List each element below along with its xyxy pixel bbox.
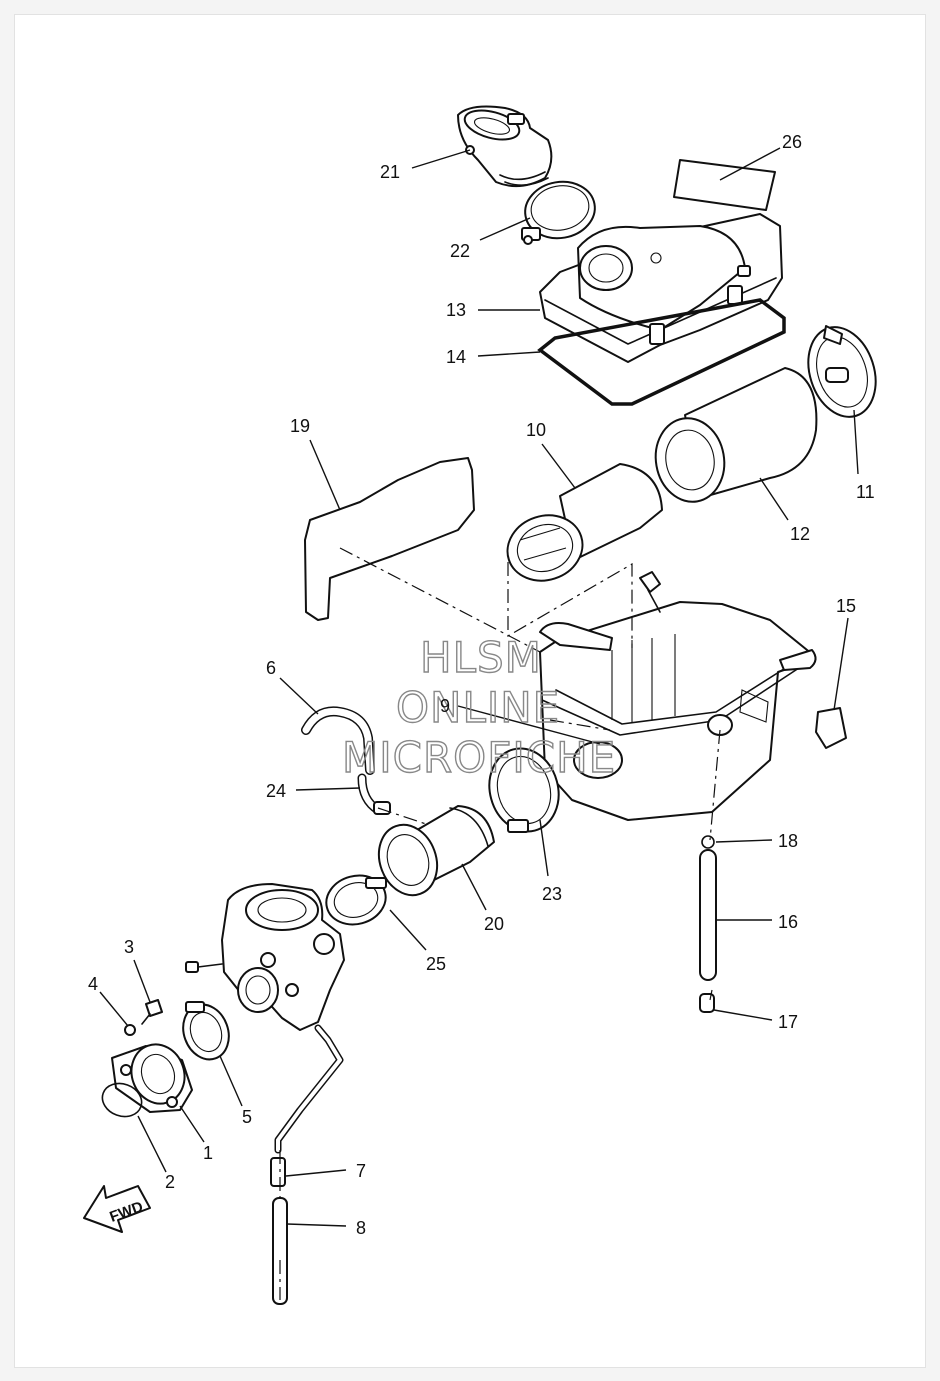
callout-17: 17	[778, 1012, 798, 1032]
callout-16: 16	[778, 912, 798, 932]
callout-11: 11	[856, 482, 875, 502]
filter-element-part	[654, 367, 818, 503]
plug-part	[699, 993, 715, 1013]
callout-25: 25	[426, 954, 446, 974]
callout-21: 21	[380, 162, 400, 182]
callout-2: 2	[165, 1172, 175, 1192]
watermark: HLSM ONLINE MICROFICHE	[341, 632, 616, 782]
hose-fitting	[373, 801, 391, 815]
callout-9: 9	[440, 696, 450, 716]
callout-1: 1	[203, 1143, 213, 1163]
callout-3: 3	[124, 937, 134, 957]
assembly-lines	[279, 547, 721, 1300]
watermark-line-3: MICROFICHE	[342, 733, 616, 782]
callout-26: 26	[782, 132, 802, 152]
joint-air-filter-part	[377, 805, 495, 897]
cover-part	[304, 457, 475, 621]
element-assembly-part	[506, 463, 663, 582]
bolt-part	[141, 999, 163, 1025]
callout-20: 20	[484, 914, 504, 934]
callout-8: 8	[356, 1218, 366, 1238]
callout-22: 22	[450, 241, 470, 261]
hose-joint-part	[270, 1157, 286, 1187]
band-upper-part	[521, 180, 596, 245]
callout-7: 7	[356, 1161, 366, 1181]
band-lower-part	[488, 747, 560, 833]
leader-lines	[99, 147, 859, 1227]
clip-part	[815, 707, 847, 749]
callout-4: 4	[88, 974, 98, 994]
gasket-part	[537, 298, 786, 406]
callout-19: 19	[290, 416, 310, 436]
carburetor-part	[185, 883, 345, 1154]
case-cap-part	[539, 213, 783, 363]
case-bolt-part	[639, 571, 661, 613]
callout-6: 6	[266, 658, 276, 678]
clamp-upper-part	[325, 874, 387, 926]
callout-5: 5	[242, 1107, 252, 1127]
air-filter-case-part	[539, 601, 817, 821]
callout-23: 23	[542, 884, 562, 904]
check-hose-part	[699, 849, 717, 981]
forward-direction-arrow: FWD	[83, 1185, 151, 1233]
o-ring-part	[101, 1082, 143, 1118]
callout-numbers: 1 2 3 4 5 6 7 8 9 10 11 12 13 14 15 16 1…	[88, 132, 875, 1238]
washer-part	[124, 1024, 136, 1036]
watermark-line-1: HLSM	[420, 633, 542, 682]
hose-clip-part	[701, 835, 715, 849]
intake-duct-part	[457, 105, 553, 188]
callout-12: 12	[790, 524, 810, 544]
clamp-lower-part	[182, 1001, 230, 1061]
callout-13: 13	[446, 300, 466, 320]
joint-carburetor-part	[111, 1043, 193, 1113]
callout-10: 10	[526, 420, 546, 440]
cap-part	[807, 325, 877, 418]
watermark-line-2: ONLINE	[396, 683, 560, 732]
hose-upper-inner	[302, 707, 374, 774]
label-part	[673, 159, 776, 211]
callout-24: 24	[266, 781, 286, 801]
callout-14: 14	[446, 347, 466, 367]
callout-15: 15	[836, 596, 856, 616]
callout-18: 18	[778, 831, 798, 851]
